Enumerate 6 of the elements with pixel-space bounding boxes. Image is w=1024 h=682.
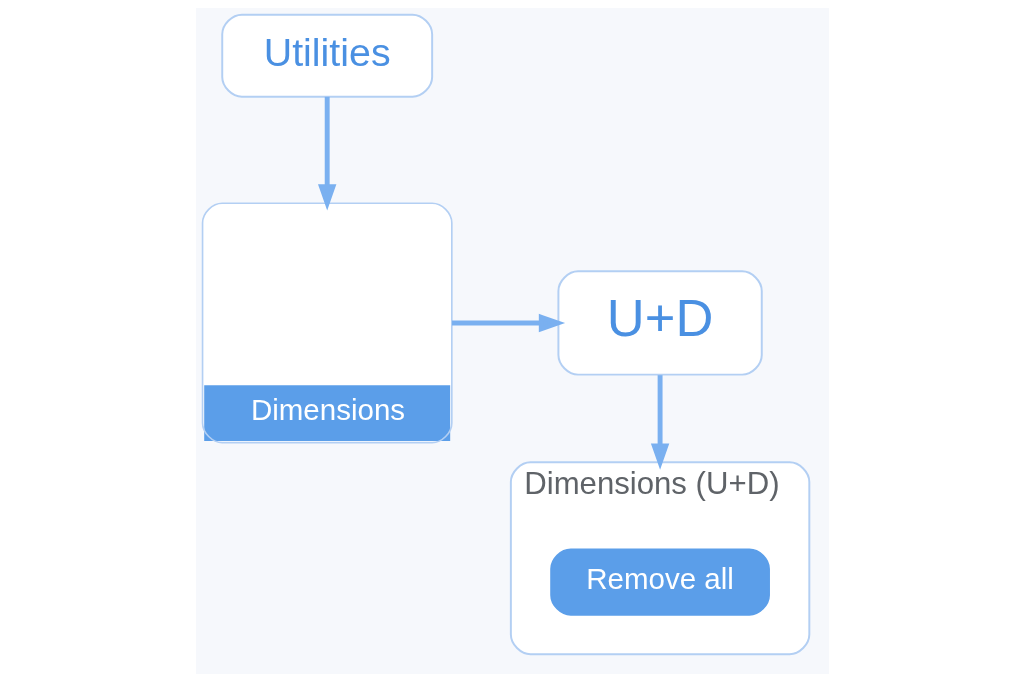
node-box: Remove all <box>549 548 770 616</box>
node-box: U+D <box>556 270 763 376</box>
arrow <box>451 313 565 333</box>
arrow <box>650 375 669 470</box>
node-box: Utilities <box>220 13 433 98</box>
arrow <box>317 96 336 211</box>
